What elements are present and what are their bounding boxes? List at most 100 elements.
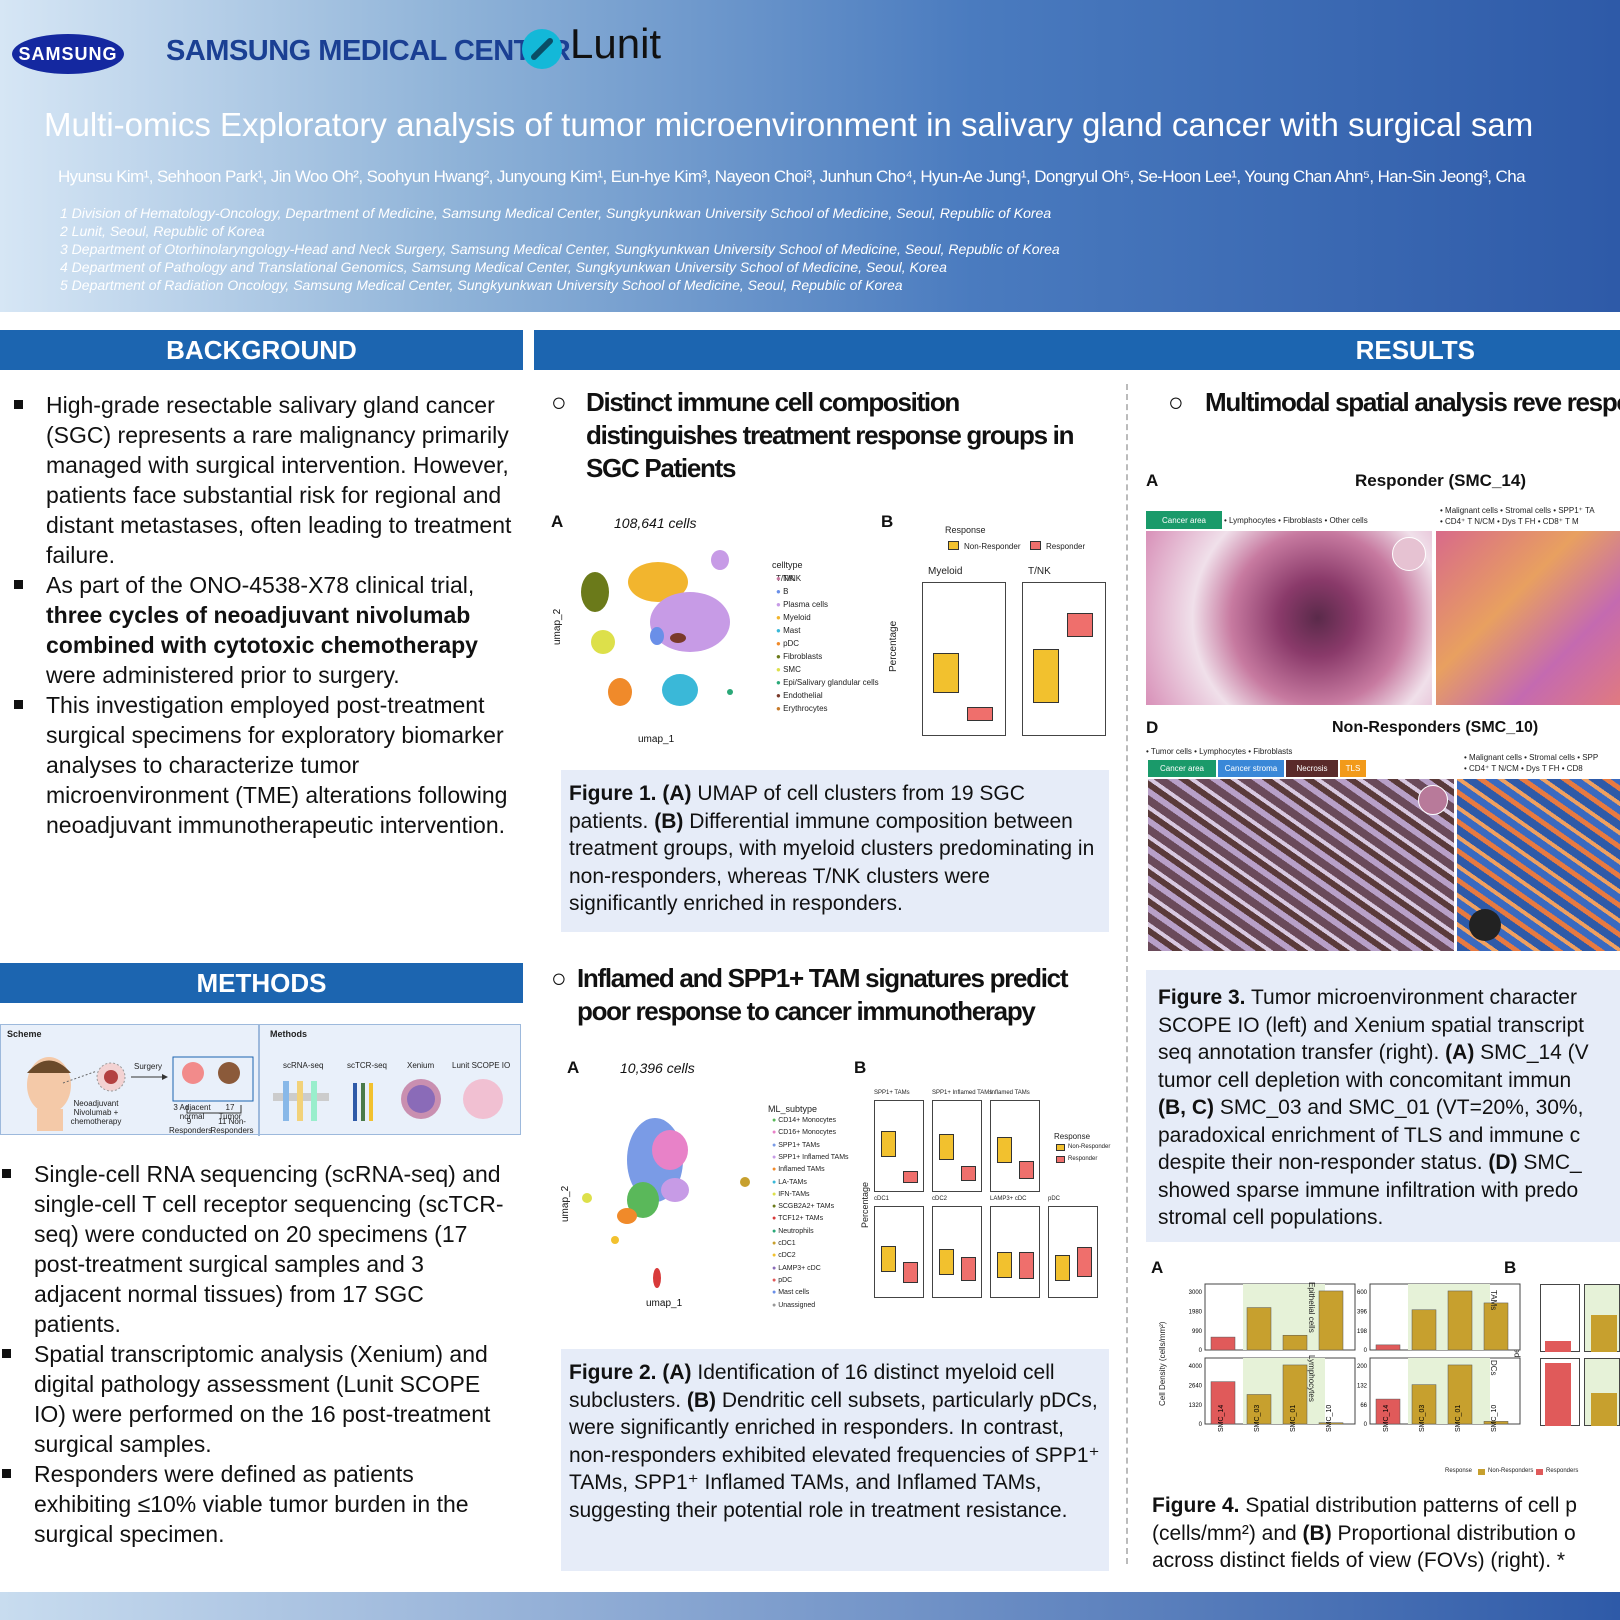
fig4-tick-label: 3000	[1189, 1290, 1203, 1296]
header-banner	[0, 0, 1620, 312]
fig2-cell-count: 10,396 cells	[620, 1060, 695, 1076]
fig2-legend-item: ● CD16+ Monocytes	[772, 1129, 836, 1137]
fig2-legend-item: ● IFN-TAMs	[772, 1190, 810, 1198]
background-bullet-1: High-grade resectable salivary gland can…	[12, 390, 512, 570]
background-bullet-3: This investigation employed post-treatme…	[12, 690, 512, 840]
methods-bullet-3: Responders were defined as patients exhi…	[0, 1459, 515, 1549]
tag-cancer-area-d: Cancer area	[1148, 760, 1216, 777]
fig1-cell-count: 108,641 cells	[614, 515, 697, 531]
tag-cancer-area: Cancer area	[1146, 511, 1222, 529]
fig4-x-label: SMC_01	[1290, 1405, 1297, 1432]
fig2-legend-item: ● LA-TAMs	[772, 1178, 807, 1186]
fig4-bar	[1246, 1394, 1272, 1425]
fig4-bar	[1246, 1307, 1272, 1351]
fig4-bar	[1210, 1336, 1236, 1351]
fig4-tick-label: 0	[1364, 1348, 1368, 1354]
fig4-bar	[1411, 1309, 1437, 1351]
fig4-x-label: SMC_01	[1455, 1405, 1462, 1432]
fig4-tick-label: 0	[1364, 1422, 1368, 1428]
fig1-legend-item: ● Epi/Salivary glandular cells	[776, 678, 879, 687]
fig4-tick-label: 1320	[1189, 1403, 1203, 1409]
fig4-tick-label: 990	[1192, 1329, 1203, 1335]
methods-scheme: Scheme Methods Surgery 3 Adjacent normal…	[0, 1024, 521, 1136]
fig4-bar	[1282, 1334, 1308, 1351]
fig2-legend-item: ● Mast cells	[772, 1289, 810, 1297]
methods-bullet-1: Single-cell RNA sequencing (scRNA-seq) a…	[0, 1159, 515, 1339]
results-heading-3: ○Multimodal spatial analysis reve respon…	[1168, 387, 1620, 417]
fig4-tick-label: 600	[1357, 1290, 1368, 1296]
fig2-legend-item: ● Unassigned	[772, 1301, 816, 1309]
figure-2-caption: Figure 2. (A) Identification of 16 disti…	[561, 1349, 1109, 1571]
fig4-x-label: SMC_10	[1491, 1405, 1498, 1432]
poster-title: Multi-omics Exploratory analysis of tumo…	[44, 106, 1534, 143]
methods-heading: METHODS	[0, 963, 523, 1003]
background-list: High-grade resectable salivary gland can…	[12, 390, 512, 840]
tech-xenium: Xenium	[407, 1061, 435, 1070]
fig2-boxplot-panel	[990, 1100, 1040, 1192]
results-heading-1: ○Distinct immune cell composition distin…	[551, 387, 1074, 483]
fig3-he-image-nonresponder	[1148, 779, 1454, 951]
fig4-tick-label: 66	[1360, 1403, 1367, 1409]
fig1-legend-item: ● Fibroblasts	[776, 652, 823, 661]
affiliation-1: 1 Division of Hematology-Oncology, Depar…	[60, 205, 1052, 221]
tag-cancer-stroma: Cancer stroma	[1218, 760, 1284, 777]
footer-bar	[0, 1592, 1620, 1620]
column-divider	[1126, 384, 1128, 1564]
results-heading-2: ○Inflamed and SPP1+ TAM signatures predi…	[551, 963, 1068, 1026]
fig4-bar	[1483, 1421, 1509, 1425]
fig4-tick-label: 1980	[1189, 1310, 1203, 1316]
lunit-logo: Lunit	[570, 20, 662, 67]
fig2-boxplot-panel	[932, 1206, 982, 1298]
fig4-tick-label: 200	[1357, 1364, 1368, 1370]
fig4-tick-label: 132	[1357, 1384, 1368, 1390]
affiliation-5: 5 Department of Radiation Oncology, Sams…	[60, 277, 903, 293]
fig4-bar	[1375, 1344, 1401, 1351]
fig1-legend-item: ● Myeloid	[776, 613, 811, 622]
samsung-logo: SAMSUNG	[12, 34, 124, 74]
fig4b-panel-top	[1540, 1284, 1580, 1352]
methods-bullet-2: Spatial transcriptomic analysis (Xenium)…	[0, 1339, 515, 1459]
patient-scheme-icon	[27, 1056, 254, 1131]
fig4-density-barcharts: 0990198030000198396600013202640400006613…	[1189, 1283, 1521, 1432]
tech-lunit-scope: Lunit SCOPE IO	[452, 1061, 511, 1070]
fig1-legend-item: ● pDC	[776, 639, 800, 648]
fig4-bar	[1447, 1290, 1473, 1351]
fig4-x-label: SMC_14	[1218, 1405, 1225, 1432]
fig2-boxplot-panel	[932, 1100, 982, 1192]
fig2-legend-item: ● TCF12+ TAMs	[772, 1215, 824, 1223]
fig2-boxplot-panel	[874, 1206, 924, 1298]
fig4-bar	[1411, 1384, 1437, 1425]
fig4-bar	[1210, 1381, 1236, 1425]
tag-necrosis: Necrosis	[1286, 760, 1338, 777]
fig2-legend-item: ● pDC	[772, 1276, 793, 1284]
fig4-tick-label: 0	[1199, 1348, 1203, 1354]
background-heading: BACKGROUND	[0, 330, 523, 370]
fig4-x-label: SMC_14	[1383, 1405, 1390, 1432]
fig3-he-image-responder	[1146, 531, 1474, 705]
fig1-umap	[581, 550, 733, 706]
figure-1-caption: Figure 1. (A) UMAP of cell clusters from…	[561, 770, 1109, 932]
fig4-tick-label: 396	[1357, 1310, 1368, 1316]
affiliation-2: 2 Lunit, Seoul, Republic of Korea	[60, 223, 265, 239]
fig1-legend-item: ● SMC	[776, 665, 801, 674]
fig4-tick-label: 0	[1199, 1422, 1203, 1428]
fig4-x-label: SMC_03	[1419, 1405, 1426, 1432]
methods-list: Single-cell RNA sequencing (scRNA-seq) a…	[0, 1159, 515, 1549]
fig1-legend-item: ● Endothelial	[776, 691, 823, 700]
fig2-legend-item: ● LAMP3+ cDC	[772, 1264, 821, 1272]
fig4-bar	[1483, 1302, 1509, 1351]
lunit-logo-icon	[522, 29, 562, 69]
fig1-legend-item: ● B	[776, 587, 789, 596]
results-heading: RESULTS	[534, 330, 1620, 370]
fig2-boxplot-panel	[1048, 1206, 1098, 1298]
tech-sctcrseq: scTCR-seq	[347, 1061, 388, 1070]
fig1-legend-item: ● Plasma cells	[776, 600, 828, 609]
fig2-legend-item: ● Neutrophils	[772, 1227, 814, 1235]
fig4-tick-label: 2640	[1189, 1384, 1203, 1390]
affiliation-4: 4 Department of Pathology and Translatio…	[60, 259, 947, 275]
smc-logo: SAMSUNG MEDICAL CENTER	[166, 35, 571, 67]
fig2-boxplot-panel	[990, 1206, 1040, 1298]
background-bullet-2: As part of the ONO-4538-X78 clinical tri…	[12, 570, 512, 690]
fig1-legend-item: ● T/NK	[776, 574, 802, 583]
